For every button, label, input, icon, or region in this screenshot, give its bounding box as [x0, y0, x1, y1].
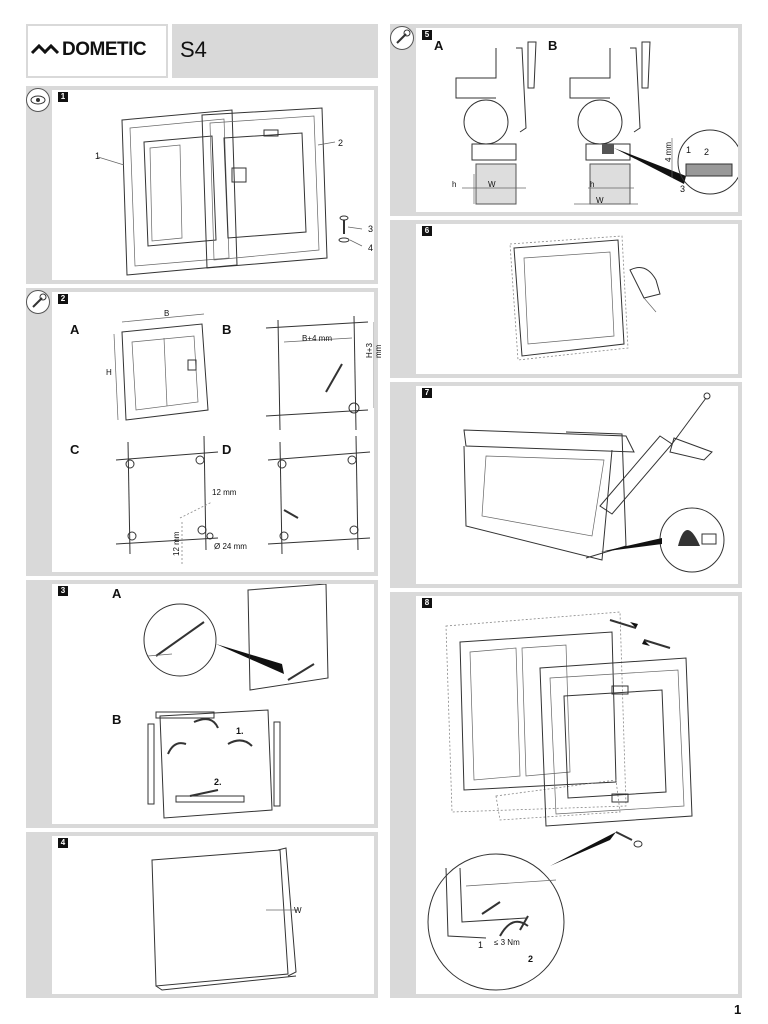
step-1-panel: 1 1 2 3 4 [26, 86, 378, 284]
sub-label-b: B [112, 712, 122, 727]
callout-1: 1 [95, 151, 101, 161]
torque-spec: ≤ 3 Nm [494, 938, 520, 947]
step-number: 3 [58, 586, 68, 596]
sub-label-b: B [548, 38, 558, 53]
step-6-panel: 6 [390, 220, 742, 378]
sub-label-d: D [222, 442, 232, 457]
wrench-icon [26, 290, 50, 314]
page-number: 1 [734, 1002, 742, 1017]
sub-label-a: A [70, 322, 80, 337]
sub-label-c: C [70, 442, 80, 457]
seal-removal-illustration [143, 584, 329, 819]
dim-12mm-a: 12 mm [212, 488, 237, 497]
glass-pane-illustration [151, 847, 298, 991]
dim-w-b: W [596, 196, 604, 205]
dim-h-a: h [452, 180, 457, 189]
step-number: 1 [58, 92, 68, 102]
step-7-panel: 7 [390, 382, 742, 588]
step-8-panel: 8 1 2 ≤ 3 Nm [390, 592, 742, 998]
dim-4mm: 4 mm [664, 142, 673, 162]
step-number: 2 [58, 294, 68, 304]
dim-b-plus: B+4 mm [302, 334, 333, 343]
dim-h-b: h [590, 180, 595, 189]
callout-4: 4 [368, 243, 374, 253]
dim-b: B [164, 309, 170, 318]
step-5-panel: 5 A B h W h W 4 mm 1 2 3 [390, 24, 742, 216]
dim-diameter: Ø 24 mm [214, 542, 247, 551]
callout-1: 1 [478, 940, 484, 950]
wall-profile-illustration [455, 41, 738, 205]
wrench-icon [390, 26, 414, 50]
callout-1: 1 [686, 145, 692, 155]
dim-w-a: W [488, 180, 496, 189]
dim-h-plus: H+3 mm [365, 343, 383, 358]
header-panel: DOMETIC [26, 24, 168, 78]
apply-sealant-illustration [463, 392, 725, 573]
model-name: S4 [180, 37, 207, 62]
dometic-logo-icon [30, 43, 60, 55]
step-3-panel: 3 A B 1. 2. [26, 580, 378, 828]
callout-2: 2. [214, 777, 222, 787]
dim-12mm-b: 12 mm [172, 531, 181, 556]
dim-h: H [106, 368, 112, 377]
install-frame-illustration [427, 611, 693, 991]
step-2-panel: 2 A B C D [26, 288, 383, 576]
step-number: 7 [422, 388, 432, 398]
callout-1: 1. [236, 726, 244, 736]
callout-3: 3 [680, 184, 686, 194]
brand-name: DOMETIC [62, 39, 147, 60]
callout-2: 2 [528, 954, 534, 964]
window-exploded-illustration [97, 107, 363, 276]
clean-frame-illustration [509, 235, 661, 361]
sub-label-b: B [222, 322, 232, 337]
dim-w: W [294, 906, 302, 915]
eye-icon [26, 88, 50, 112]
callout-3: 3 [368, 224, 374, 234]
cutout-measurement-illustration [113, 313, 374, 564]
step-number: 5 [422, 30, 432, 40]
callout-2: 2 [704, 147, 710, 157]
step-4-panel: 4 W [26, 832, 378, 998]
step-number: 4 [58, 838, 68, 848]
callout-2: 2 [338, 138, 344, 148]
step-number: 6 [422, 226, 432, 236]
sub-label-a: A [434, 38, 444, 53]
model-panel: S4 [172, 24, 378, 78]
brand-box: DOMETIC [28, 26, 166, 76]
sub-label-a: A [112, 586, 122, 601]
step-number: 8 [422, 598, 432, 608]
